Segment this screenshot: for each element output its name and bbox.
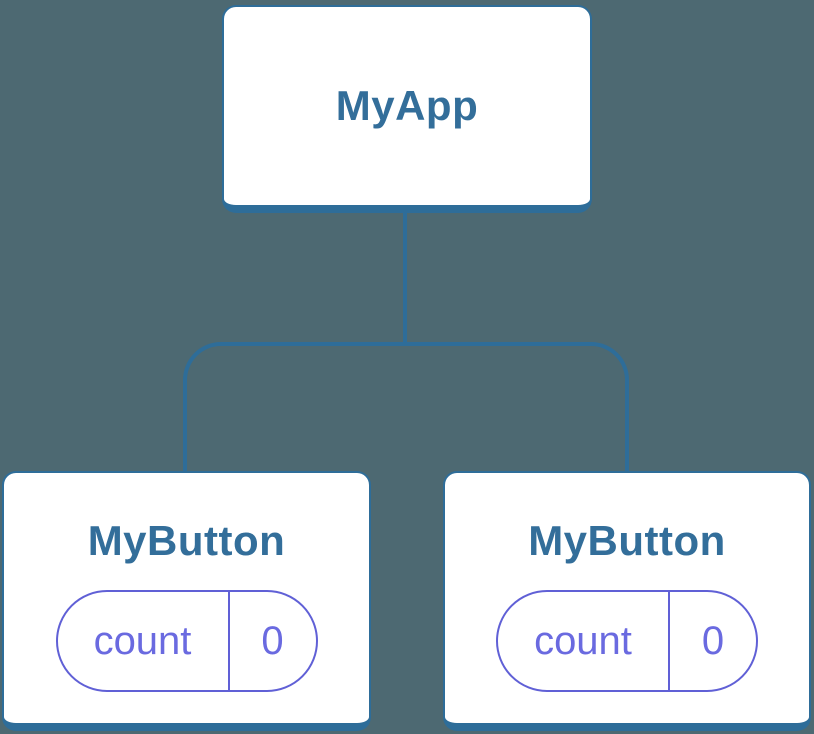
state-pill-1-key: count [93,618,192,663]
node-mybutton-2-label: MyButton [528,517,726,564]
node-mybutton-2: MyButton count 0 [443,471,811,731]
edge-root-stem [403,213,407,344]
state-pill-2-key: count [534,618,632,663]
node-myapp-label: MyApp [335,82,479,129]
node-mybutton-1-label: MyButton [87,517,286,564]
state-pill-1: count 0 [55,590,318,692]
state-pill-2-value: 0 [701,618,725,663]
state-pill-1-divider [227,592,230,690]
edge-branch-connector [183,342,629,471]
state-pill-2: count 0 [496,590,758,692]
state-pill-2-divider [668,592,670,690]
node-mybutton-1: MyButton count 0 [2,471,371,731]
node-myapp: MyApp [222,5,592,213]
state-pill-1-value: 0 [261,618,284,663]
